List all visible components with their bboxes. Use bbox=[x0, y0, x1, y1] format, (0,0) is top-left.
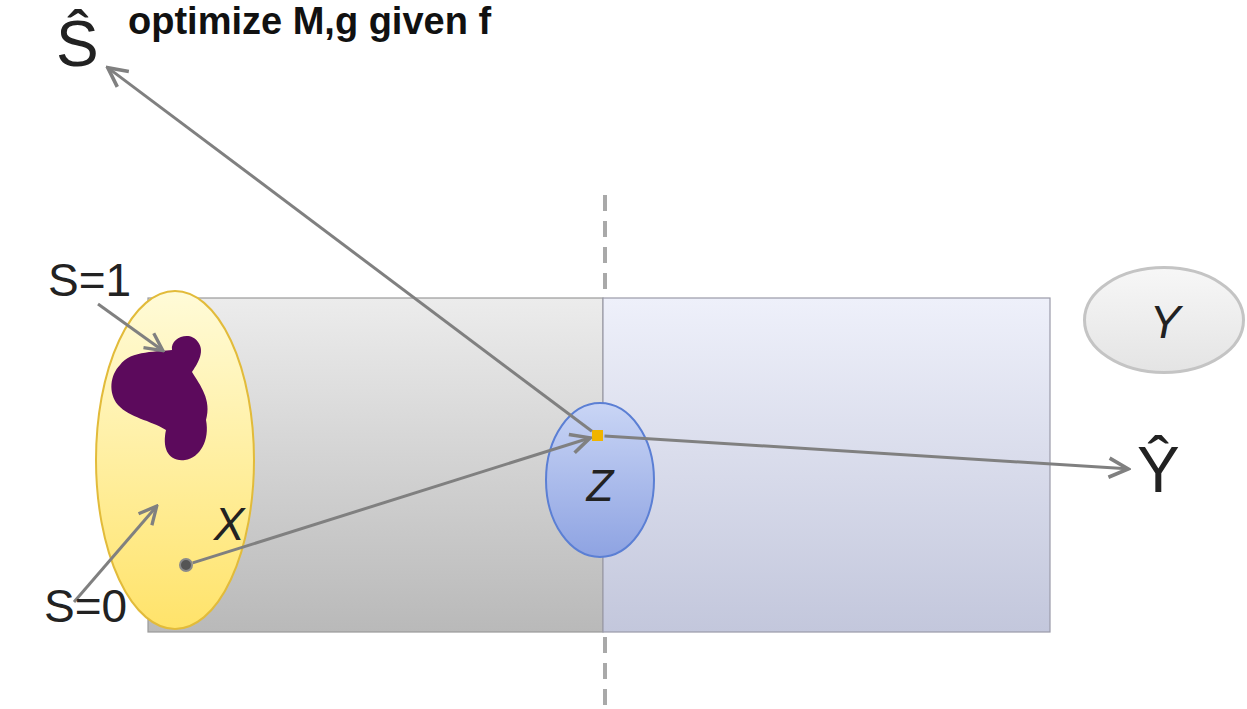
ellipse-shape bbox=[96, 291, 254, 629]
ellipse-shape bbox=[1085, 268, 1244, 373]
group-label: S=1 bbox=[48, 254, 131, 307]
output-y-hat: Ŷ bbox=[1133, 430, 1184, 512]
decoder-panel bbox=[603, 298, 1050, 632]
node-symbol: Ŝ bbox=[56, 8, 99, 82]
sensitive-region bbox=[111, 336, 207, 460]
node-symbol: X bbox=[214, 498, 245, 551]
target-label: Y bbox=[1083, 266, 1245, 374]
label-holder: S=0 bbox=[44, 580, 127, 633]
title-holder: optimize M,g given f bbox=[128, 0, 491, 44]
leader-arrow bbox=[98, 304, 162, 350]
group-label: S=0 bbox=[44, 580, 127, 633]
label-holder: S=1 bbox=[48, 254, 131, 307]
mapping-arrow bbox=[604, 436, 1127, 469]
code-point bbox=[592, 430, 603, 441]
diagram-title: optimize M,g given f bbox=[128, 0, 491, 44]
ellipse-shape bbox=[546, 403, 654, 557]
output-s-hat: Ŝ bbox=[52, 4, 103, 86]
node-symbol: Z bbox=[587, 461, 614, 512]
latent-code: Z bbox=[545, 402, 655, 558]
mapping-arrow bbox=[109, 68, 592, 431]
mapping-arrow bbox=[193, 438, 589, 563]
node-symbol: Ŷ bbox=[1137, 434, 1180, 508]
node-symbol: Y bbox=[1150, 296, 1181, 349]
sample-point bbox=[180, 559, 192, 571]
